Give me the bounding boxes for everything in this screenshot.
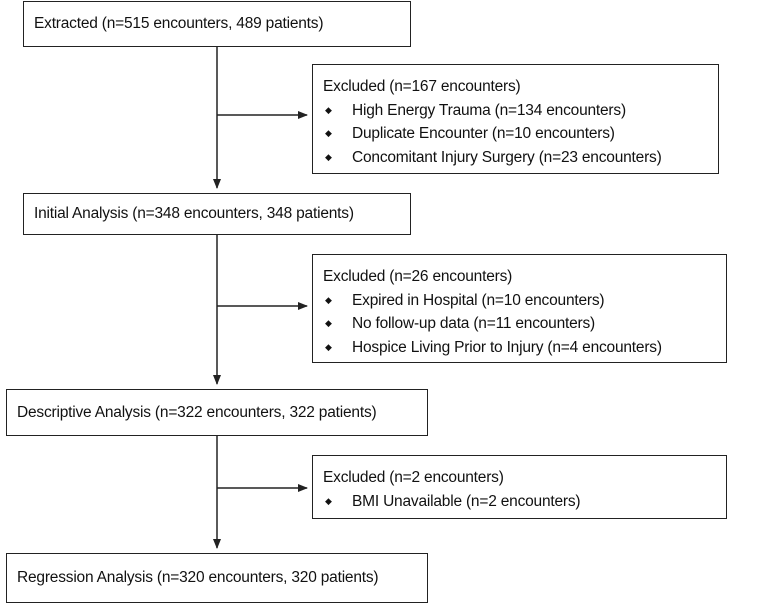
bullet-icon: ◆	[325, 318, 332, 328]
box-extracted-label: Extracted (n=515 encounters, 489 patient…	[34, 15, 324, 32]
exclusion-box-2-list: ◆Expired in Hospital (n=10 encounters) ◆…	[323, 289, 726, 360]
exclusion-box-3: Excluded (n=2 encounters) ◆BMI Unavailab…	[312, 455, 727, 519]
bullet-icon: ◆	[325, 151, 332, 162]
exclusion-item: ◆No follow-up data (n=11 encounters)	[323, 312, 726, 336]
exclusion-item: ◆High Energy Trauma (n=134 encounters)	[323, 99, 718, 123]
exclusion-item: ◆BMI Unavailable (n=2 encounters)	[323, 490, 726, 514]
exclusion-box-3-list: ◆BMI Unavailable (n=2 encounters)	[323, 490, 726, 514]
box-descriptive-analysis-label: Descriptive Analysis (n=322 encounters, …	[17, 403, 377, 421]
box-descriptive-analysis: Descriptive Analysis (n=322 encounters, …	[6, 389, 428, 436]
exclusion-item: ◆Duplicate Encounter (n=10 encounters)	[323, 122, 718, 146]
exclusion-box-1-title: Excluded (n=167 encounters)	[323, 78, 521, 95]
exclusion-box-2-title: Excluded (n=26 encounters)	[323, 268, 513, 285]
box-initial-analysis-label: Initial Analysis (n=348 encounters, 348 …	[34, 205, 354, 222]
box-regression-analysis: Regression Analysis (n=320 encounters, 3…	[6, 553, 428, 603]
box-extracted: Extracted (n=515 encounters, 489 patient…	[23, 1, 411, 47]
exclusion-item: ◆Expired in Hospital (n=10 encounters)	[323, 289, 726, 313]
exclusion-item: ◆Concomitant Injury Surgery (n=23 encoun…	[323, 146, 718, 170]
bullet-icon: ◆	[325, 294, 332, 305]
box-initial-analysis: Initial Analysis (n=348 encounters, 348 …	[23, 193, 411, 235]
exclusion-box-1: Excluded (n=167 encounters) ◆High Energy…	[312, 64, 719, 174]
exclusion-item: ◆Hospice Living Prior to Injury (n=4 enc…	[323, 336, 726, 360]
bullet-icon: ◆	[325, 128, 332, 138]
bullet-icon: ◆	[325, 495, 332, 506]
box-regression-analysis-label: Regression Analysis (n=320 encounters, 3…	[17, 569, 379, 586]
exclusion-box-2: Excluded (n=26 encounters) ◆Expired in H…	[312, 254, 727, 363]
bullet-icon: ◆	[325, 104, 332, 115]
exclusion-box-1-list: ◆High Energy Trauma (n=134 encounters) ◆…	[323, 99, 718, 170]
exclusion-box-3-title: Excluded (n=2 encounters)	[323, 469, 504, 486]
bullet-icon: ◆	[325, 341, 332, 352]
